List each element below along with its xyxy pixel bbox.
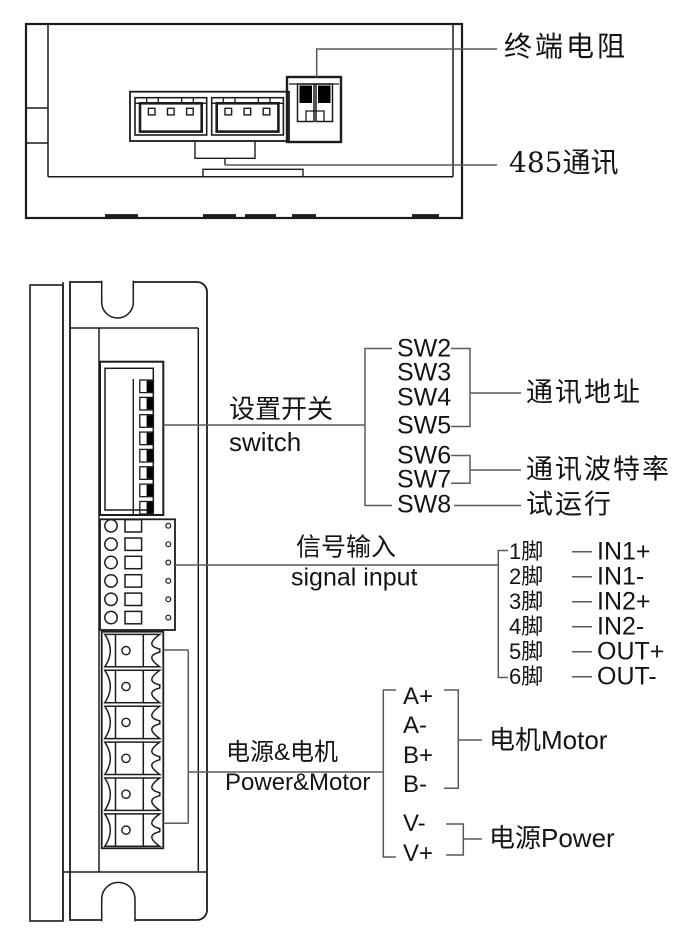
pin-bracket [497, 549, 508, 679]
label-baud-rate: 通讯波特率 [526, 454, 671, 486]
label-pin-2: 2脚 [509, 563, 544, 589]
comm-address-bracket [451, 347, 471, 428]
terminal-list-bracket [382, 689, 396, 858]
label-rs485: 485通讯 [509, 146, 619, 179]
power-terminal-2 [103, 669, 163, 704]
power-group-bracket [446, 823, 465, 856]
label-trial-run: 试运行 [526, 489, 613, 521]
motor-group-bracket [444, 689, 460, 790]
label-signal-en: signal input [291, 563, 418, 592]
label-terminal-resistor: 终端电阻 [504, 30, 629, 63]
label-pin-6: 6脚 [509, 663, 544, 689]
rs485-connector-1 [134, 96, 208, 136]
power-terminal-6 [103, 813, 163, 848]
label-pin-5: 5脚 [509, 638, 544, 664]
label-power-cn: 电源&电机 [226, 739, 339, 766]
top-view-drawing [24, 22, 497, 220]
label-motor-group: 电机Motor [489, 725, 608, 755]
heatsink-plate [29, 284, 64, 922]
rs485-leader-line [194, 141, 497, 166]
label-sw4: SW4 [397, 383, 452, 412]
label-signal-in1p: IN1+ [597, 537, 651, 566]
label-terminal-ap: A+ [403, 683, 434, 710]
top-view-left-heatsink [26, 24, 49, 177]
power-terminal-3 [103, 705, 163, 740]
annotation-lines [163, 347, 592, 858]
label-sw6: SW6 [397, 441, 452, 470]
label-terminal-bp: B+ [403, 741, 434, 769]
label-sw5: SW5 [397, 411, 452, 439]
label-terminal-bn: B- [403, 771, 427, 798]
jumper-pin-2 [318, 85, 331, 103]
label-signal-in2n: IN2- [597, 612, 645, 641]
rs485-connector-frame [129, 90, 290, 142]
label-sw8: SW8 [397, 490, 452, 519]
power-connector-bracket [163, 649, 190, 825]
power-terminal-4 [103, 741, 163, 776]
power-motor-connector [100, 630, 165, 850]
label-comm-address: 通讯地址 [526, 377, 642, 409]
label-terminal-vn: V- [403, 810, 426, 837]
baud-rate-bracket [451, 454, 471, 485]
label-switch-cn: 设置开关 [229, 394, 334, 424]
switch-left-bracket [364, 347, 392, 507]
signal-input-connector [99, 518, 176, 631]
dip-switch-block [99, 360, 165, 517]
jumper-pin-1 [299, 85, 312, 103]
label-signal-outn: OUT- [597, 662, 657, 691]
label-terminal-an: A- [403, 712, 427, 739]
label-sw3: SW3 [397, 358, 452, 387]
rs485-connector-2 [210, 96, 285, 136]
power-terminal-5 [103, 777, 163, 812]
label-switch-en: switch [229, 427, 302, 457]
driver-body-outline [69, 281, 208, 921]
power-terminal-1 [103, 633, 163, 668]
terminal-resistor-jumper [285, 75, 343, 144]
label-signal-in1n: IN1- [597, 562, 645, 591]
top-mounting-notch [100, 280, 135, 319]
top-view-bottom-tab [202, 168, 304, 178]
label-pin-3: 3脚 [509, 588, 544, 614]
front-view-drawing [29, 280, 592, 922]
label-signal-cn: 信号输入 [296, 533, 397, 562]
label-power-en: Power&Motor [225, 769, 371, 796]
label-sw2: SW2 [397, 334, 452, 363]
label-power-group: 电源Power [489, 823, 615, 853]
label-pin-1: 1脚 [509, 538, 544, 564]
label-signal-in2p: IN2+ [597, 587, 651, 616]
top-view-case-outline [24, 22, 464, 220]
label-pin-4: 4脚 [509, 613, 544, 639]
terminal-resistor-leader-line [315, 48, 497, 77]
dip-switches [139, 379, 155, 515]
label-terminal-vp: V+ [403, 840, 434, 867]
bottom-mounting-notch [100, 881, 136, 922]
label-signal-outp: OUT+ [597, 637, 665, 666]
label-sw7: SW7 [397, 465, 452, 494]
